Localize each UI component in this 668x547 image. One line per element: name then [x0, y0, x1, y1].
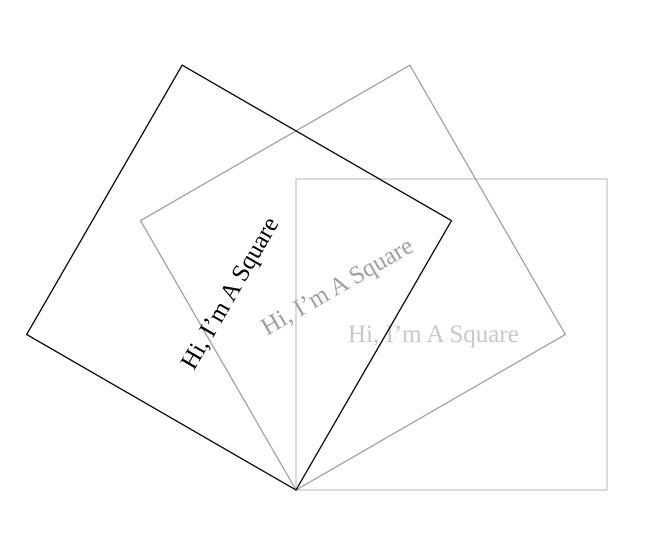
square-group-1: Hi, I’m A Square: [139, 64, 567, 491]
square-group-0: Hi, I’m A Square: [295, 178, 608, 491]
square-group-2: Hi, I’m A Square: [25, 64, 453, 491]
square-1-outline: [139, 64, 567, 491]
square-0-label: Hi, I’m A Square: [348, 321, 519, 348]
square-2-outline: [25, 64, 453, 491]
square-0-outline: [295, 178, 608, 491]
square-2-label: Hi, I’m A Square: [176, 213, 285, 374]
